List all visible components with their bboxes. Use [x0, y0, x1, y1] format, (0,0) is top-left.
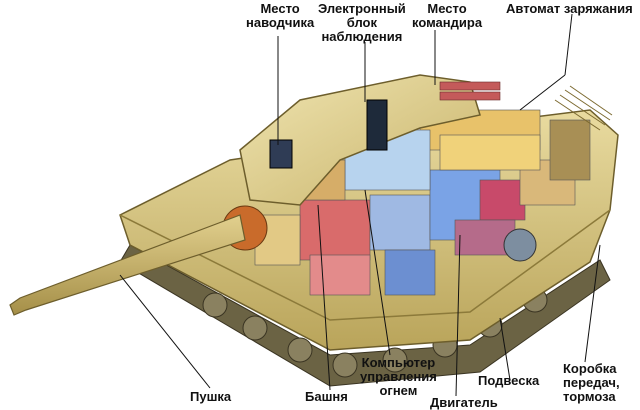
label-gunner-seat: Место наводчика — [246, 1, 315, 30]
label-turret: Башня — [305, 389, 348, 404]
gun-barrel — [9, 214, 246, 316]
leader-lines — [119, 13, 601, 397]
label-electronic-observation-unit: Электронный блок наблюдения — [318, 1, 406, 44]
label-autoloader: Автомат заряжания — [506, 1, 633, 16]
label-gun: Пушка — [190, 389, 232, 404]
label-engine: Двигатель — [430, 395, 498, 410]
turret — [239, 74, 481, 206]
label-commander-seat: Место командира — [412, 1, 483, 30]
sight-block — [366, 99, 388, 151]
label-gearbox-brakes: Коробка передач, тормоза — [563, 361, 620, 404]
label-suspension: Подвеска — [478, 373, 540, 388]
label-fire-control-computer: Компьютер управления огнем — [360, 355, 437, 398]
engine-deck — [554, 85, 613, 131]
